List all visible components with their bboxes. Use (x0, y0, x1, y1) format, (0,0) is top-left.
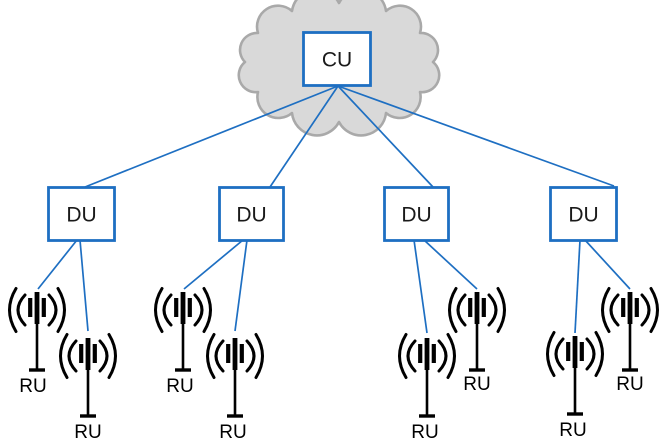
link-du1-ru2 (79, 239, 89, 332)
du-node-label: DU (568, 204, 598, 227)
ru-node-label: RU (559, 420, 586, 441)
cu-node: CU (302, 31, 372, 87)
ru-node-8: RU (603, 289, 658, 395)
antenna-icon (156, 289, 211, 371)
ru-node-label: RU (219, 422, 246, 443)
ru-node-6: RU (450, 289, 505, 395)
link-du4-ru7 (574, 239, 581, 334)
ru-node-label: RU (166, 376, 193, 397)
antenna-icon (548, 333, 603, 415)
du-node-label: DU (401, 204, 431, 227)
antenna-icon (450, 289, 505, 371)
antenna-icon (61, 335, 116, 417)
ru-node-label: RU (463, 374, 490, 395)
ru-node-label: RU (19, 376, 46, 397)
du-node-label: DU (236, 204, 266, 227)
ru-node-label: RU (411, 422, 438, 443)
ru-node-4: RU (208, 335, 263, 443)
cu-node-label: CU (322, 49, 352, 72)
link-du2-ru4 (234, 239, 248, 332)
link-cu-du4 (337, 85, 615, 187)
ru-node-2: RU (61, 335, 116, 443)
link-cu-du2 (269, 85, 339, 188)
ru-node-label: RU (616, 374, 643, 395)
link-du3-ru6 (423, 239, 478, 290)
ru-node-5: RU (400, 335, 455, 443)
antenna-icon (208, 335, 263, 417)
link-du1-ru1 (37, 239, 78, 290)
du-node-label: DU (66, 204, 96, 227)
link-cu-du3 (337, 85, 434, 188)
antenna-icon (10, 289, 65, 371)
link-du2-ru3 (183, 239, 244, 290)
link-cu-du1 (84, 85, 339, 188)
du-node-3: DU (383, 186, 450, 242)
link-du4-ru8 (584, 239, 631, 290)
ru-node-7: RU (548, 333, 603, 441)
ru-node-label: RU (74, 422, 101, 443)
link-du3-ru5 (413, 239, 428, 334)
du-node-1: DU (47, 186, 116, 242)
du-node-2: DU (218, 186, 285, 242)
ru-node-1: RU (10, 289, 65, 397)
ru-node-3: RU (156, 289, 211, 397)
antenna-icon (603, 289, 658, 371)
antenna-icon (400, 335, 455, 417)
du-node-4: DU (549, 186, 618, 242)
